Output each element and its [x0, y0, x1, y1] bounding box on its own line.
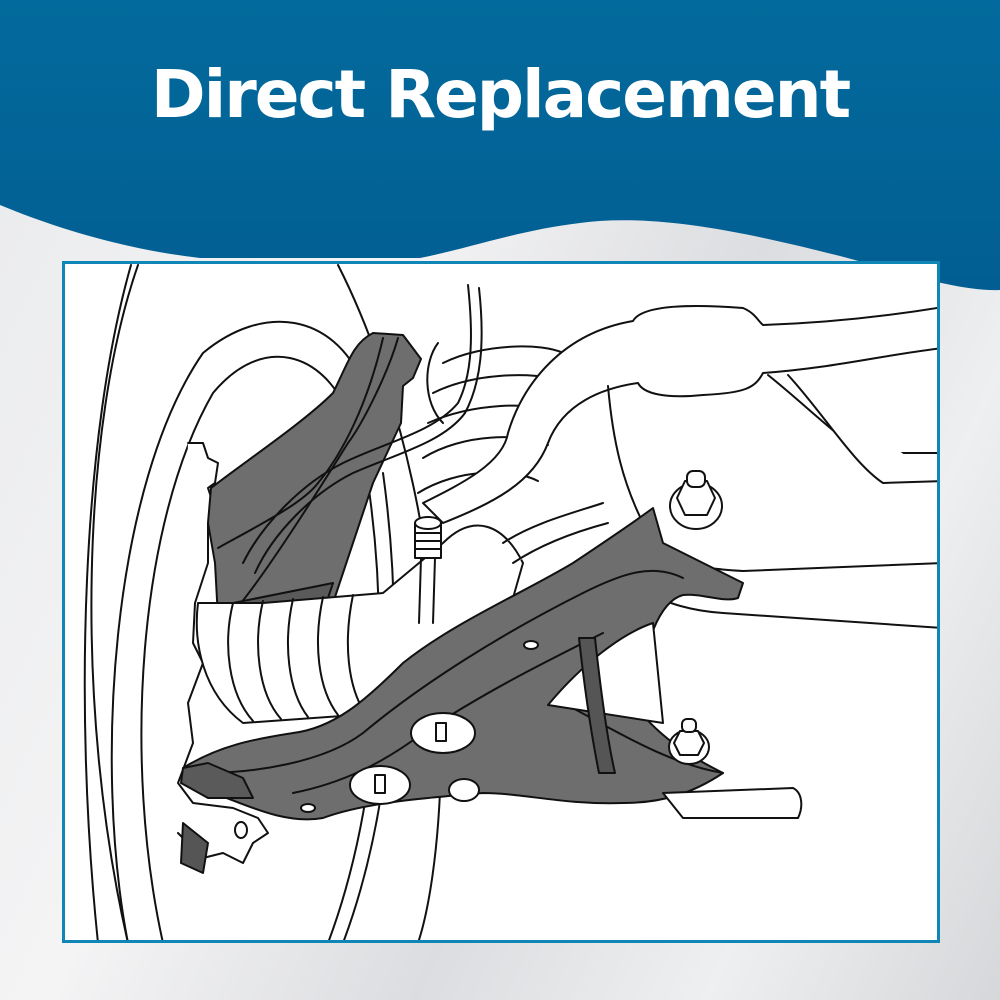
suspension-illustration: [83, 264, 937, 940]
control-arm-icon: [180, 507, 744, 821]
steering-knuckle-icon: [177, 442, 269, 874]
tie-rod-icon: [414, 516, 442, 624]
bracket-plate-icon: [662, 787, 803, 819]
mounting-bolt-icon: [668, 718, 710, 765]
mounting-bolt-icon: [669, 470, 723, 530]
header-banner: [0, 0, 1000, 291]
page-title: Direct Replacement: [150, 56, 851, 133]
illustration-frame: [62, 261, 940, 943]
